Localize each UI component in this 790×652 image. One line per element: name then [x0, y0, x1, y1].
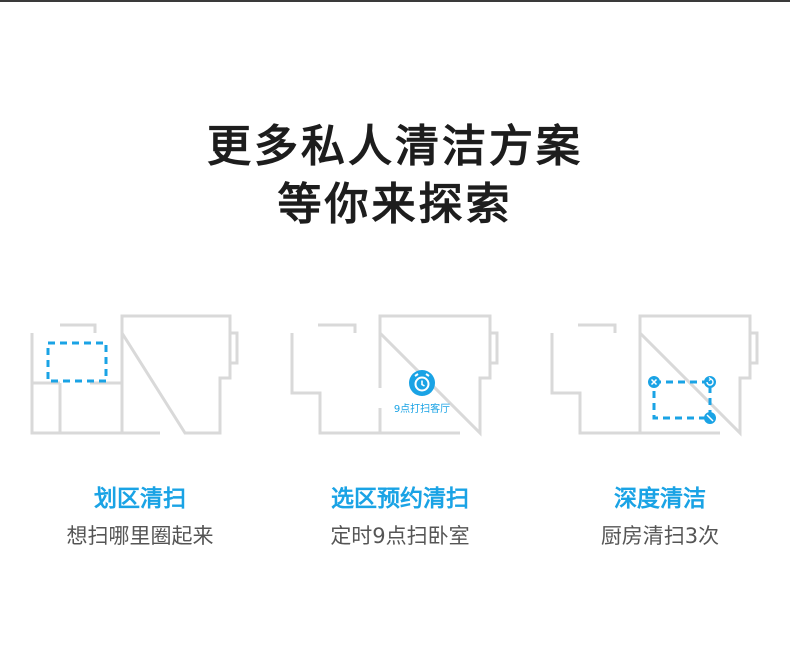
editable-zone-rectangle[interactable] [652, 380, 712, 420]
feature-subtitle: 定时9点扫卧室 [330, 524, 470, 548]
resize-icon[interactable] [704, 412, 716, 424]
feature-subtitle: 想扫哪里圈起来 [66, 524, 214, 548]
dashed-zone-rectangle[interactable] [46, 341, 108, 383]
floorplan-illustration [30, 314, 239, 435]
top-divider [0, 0, 790, 2]
headline-line-1: 更多私人清洁方案 [207, 121, 583, 172]
schedule-badge-label: 9点打扫客厅 [394, 402, 450, 415]
alarm-clock-icon[interactable] [409, 370, 435, 396]
rotate-icon[interactable] [704, 376, 716, 388]
close-icon[interactable] [648, 376, 660, 388]
feature-card-deep-clean: 深度清洁 厨房清扫3次 [550, 308, 770, 568]
floorplan-illustration [550, 314, 759, 437]
page-headline: 更多私人清洁方案 等你来探索 [0, 118, 790, 234]
feature-card-scheduled-clean: 9点打扫客厅 选区预约清扫 定时9点扫卧室 [290, 308, 510, 568]
feature-title: 划区清扫 [94, 486, 186, 512]
feature-title: 选区预约清扫 [331, 486, 469, 512]
feature-card-zone-clean: 划区清扫 想扫哪里圈起来 [30, 308, 250, 568]
feature-title: 深度清洁 [614, 486, 706, 512]
headline-line-2: 等你来探索 [277, 179, 513, 230]
floorplan-illustration: 9点打扫客厅 [290, 314, 499, 437]
feature-subtitle: 厨房清扫3次 [600, 524, 720, 548]
